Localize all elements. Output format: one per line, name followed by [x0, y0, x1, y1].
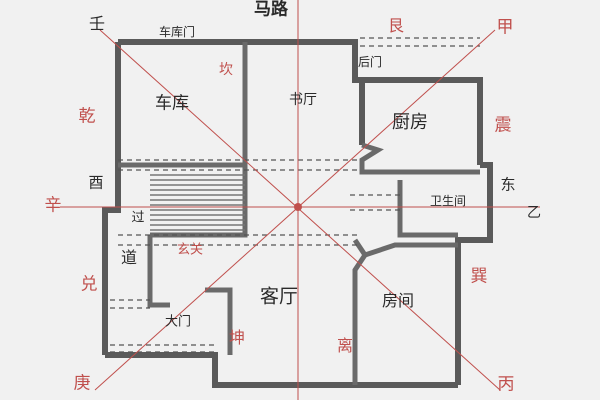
west-corridor-label: 酉 [88, 173, 104, 192]
door-wall [205, 287, 233, 355]
study-label: 书厅 [289, 92, 317, 108]
west-wall [102, 42, 121, 355]
center-point [294, 203, 302, 211]
east-wall-lower [455, 162, 493, 385]
direction-li: 离 [336, 336, 354, 355]
kitchen-west-wall [359, 142, 480, 175]
direction-jia: 甲 [496, 17, 514, 38]
direction-yi: 乙 [527, 205, 541, 221]
dashed-lines [110, 37, 480, 353]
ne-sw-diagonal [94, 29, 496, 391]
garage-label: 车库 [155, 93, 189, 114]
title: 马路 [254, 0, 288, 20]
main-door-label: 大门 [164, 314, 192, 330]
garage-door-label: 车库门 [158, 25, 196, 39]
bedroom-label: 房间 [381, 291, 415, 310]
direction-zhen: 震 [494, 115, 512, 136]
direction-dui: 兑 [80, 274, 98, 295]
direction-geng: 庚 [73, 373, 91, 394]
building-walls [102, 39, 493, 388]
entrance-label: 玄关 [176, 242, 204, 258]
direction-kan: 坎 [219, 62, 233, 78]
kitchen-top-wall [362, 77, 483, 165]
kitchen-label: 厨房 [392, 112, 428, 133]
living-bed-wall [352, 238, 369, 385]
entrance-wall [147, 235, 170, 308]
east-label: 东 [500, 175, 516, 194]
direction-kun: 坤 [228, 328, 246, 347]
compass-lines [60, 0, 540, 400]
corridor-guo-label: 过 [131, 210, 145, 226]
bath-walls [397, 180, 458, 238]
direction-bing: 丙 [497, 374, 515, 395]
living-room-label: 客厅 [259, 285, 299, 308]
direction-ren: 壬 [88, 14, 106, 33]
staircase [150, 174, 245, 231]
corridor-dao-label: 道 [120, 248, 138, 267]
direction-xun: 巽 [470, 266, 488, 287]
direction-xin: 辛 [44, 195, 62, 216]
direction-qian: 乾 [78, 106, 96, 127]
north-step-wall [330, 39, 365, 145]
bathroom-label: 卫生间 [429, 194, 467, 208]
direction-gen: 艮 [387, 16, 405, 35]
south-step-wall [105, 352, 355, 388]
back-door-label: 后门 [357, 55, 383, 69]
bed-top-wall [364, 242, 458, 258]
